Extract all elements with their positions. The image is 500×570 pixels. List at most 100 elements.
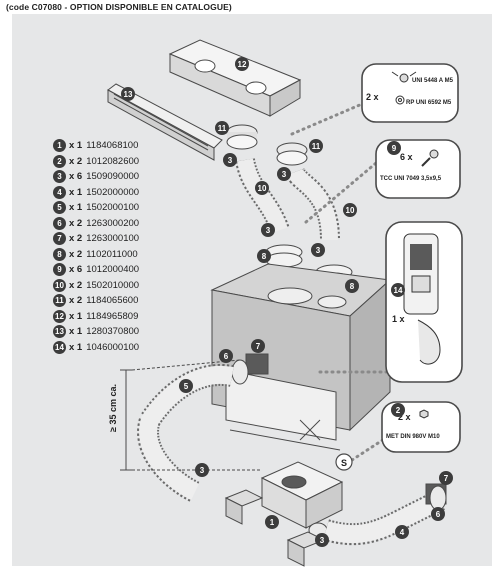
callout-nut-qty: 2 x xyxy=(366,92,379,102)
callout-nut xyxy=(361,63,459,123)
badge-12: 12 xyxy=(235,57,249,71)
ring-6b xyxy=(429,485,447,511)
fan-unit xyxy=(260,461,344,538)
part-number-badge: 8 xyxy=(53,247,66,261)
svg-text:8: 8 xyxy=(350,282,355,291)
part-badges: 12 13 11 11 3 3 10 10 3 3 8 8 6 7 5 3 1 … xyxy=(121,57,453,547)
part-code: 1184068100 xyxy=(86,140,139,152)
badge-callout-14: 14 xyxy=(391,283,405,297)
svg-text:3: 3 xyxy=(316,246,321,255)
marker-s: S xyxy=(335,453,353,471)
badge-4: 4 xyxy=(395,525,409,539)
part-number-badge: 7 xyxy=(53,232,66,246)
badge-7a: 7 xyxy=(251,339,265,353)
screw-icon xyxy=(421,149,439,167)
part-code: 1102011000 xyxy=(86,248,138,260)
distribution-box xyxy=(168,39,302,117)
badge-5: 5 xyxy=(179,379,193,393)
part-quantity: x 1 xyxy=(69,326,83,338)
svg-text:14: 14 xyxy=(394,286,403,295)
callout-nut-ref2: RP UNI 6592 M5 xyxy=(406,100,452,106)
part-number-badge: 3 xyxy=(53,170,66,184)
svg-text:5: 5 xyxy=(184,382,189,391)
part-quantity: x 2 xyxy=(69,233,83,245)
svg-text:10: 10 xyxy=(258,184,267,193)
part-code: 1184965809 xyxy=(86,310,139,322)
part-quantity: x 1 xyxy=(69,202,83,214)
part-number-badge: 9 xyxy=(53,263,66,277)
part-code: 1509090000 xyxy=(86,171,140,183)
part-number-badge: 2 xyxy=(53,154,66,168)
part-code: 1263000100 xyxy=(86,233,140,245)
svg-text:4: 4 xyxy=(400,528,405,537)
svg-text:6: 6 xyxy=(436,510,441,519)
part-number-badge: 5 xyxy=(53,201,66,215)
badge-10a: 10 xyxy=(255,181,269,195)
part-quantity: x 2 xyxy=(69,248,83,260)
part-number-badge: 1 xyxy=(53,139,66,153)
badge-3f: 3 xyxy=(315,533,329,547)
badge-11a: 11 xyxy=(215,121,229,135)
badge-11b: 11 xyxy=(309,139,323,153)
part-code: 1263000200 xyxy=(86,217,140,229)
dimension-label: ≥ 35 cm ca. xyxy=(108,384,118,432)
svg-text:3: 3 xyxy=(282,170,287,179)
part-quantity: x 1 xyxy=(69,186,83,198)
callout-screw-qty: 6 x xyxy=(400,152,413,162)
part-quantity: x 6 xyxy=(69,264,83,276)
callout-nut-ref1: UNI 5448 A M5 xyxy=(412,78,454,84)
svg-text:7: 7 xyxy=(256,342,261,351)
part-code: 1046000100 xyxy=(86,341,140,353)
badge-3e: 3 xyxy=(195,463,209,477)
part-code: 1012082600 xyxy=(86,155,140,167)
fireplace-body xyxy=(210,263,392,451)
bolt-icon xyxy=(419,409,429,419)
svg-text:3: 3 xyxy=(200,466,205,475)
part-quantity: x 2 xyxy=(69,217,83,229)
svg-text:3: 3 xyxy=(320,536,325,545)
remote-control-icon xyxy=(403,233,441,365)
badge-3a: 3 xyxy=(223,153,237,167)
callout-remote-qty: 1 x xyxy=(392,314,405,324)
part-code: 1502010000 xyxy=(86,279,140,291)
leader-nut xyxy=(290,102,364,136)
part-quantity: x 1 xyxy=(69,310,83,322)
svg-text:1: 1 xyxy=(270,518,275,527)
svg-text:3: 3 xyxy=(266,226,271,235)
part-code: 1184065600 xyxy=(86,295,139,307)
badge-3c: 3 xyxy=(261,223,275,237)
part-quantity: x 2 xyxy=(69,279,83,291)
grille xyxy=(107,83,223,161)
part-quantity: x 2 xyxy=(69,295,83,307)
part-code: 1012000400 xyxy=(86,264,140,276)
svg-text:9: 9 xyxy=(392,144,397,153)
svg-text:12: 12 xyxy=(238,60,247,69)
page-header: (code C07080 - OPTION DISPONIBLE EN CATA… xyxy=(6,2,232,12)
badge-3b: 3 xyxy=(277,167,291,181)
callout-screw xyxy=(375,139,461,199)
badge-6b: 6 xyxy=(431,507,445,521)
svg-text:6: 6 xyxy=(224,352,229,361)
leader-screw xyxy=(304,156,384,224)
part-quantity: x 1 xyxy=(69,341,83,353)
svg-text:11: 11 xyxy=(312,142,321,151)
grille-7a xyxy=(245,353,269,375)
part-number-badge: 13 xyxy=(53,325,66,339)
badge-3d: 3 xyxy=(311,243,325,257)
svg-text:13: 13 xyxy=(124,90,133,99)
washer-icon xyxy=(395,95,405,105)
badge-13: 13 xyxy=(121,87,135,101)
